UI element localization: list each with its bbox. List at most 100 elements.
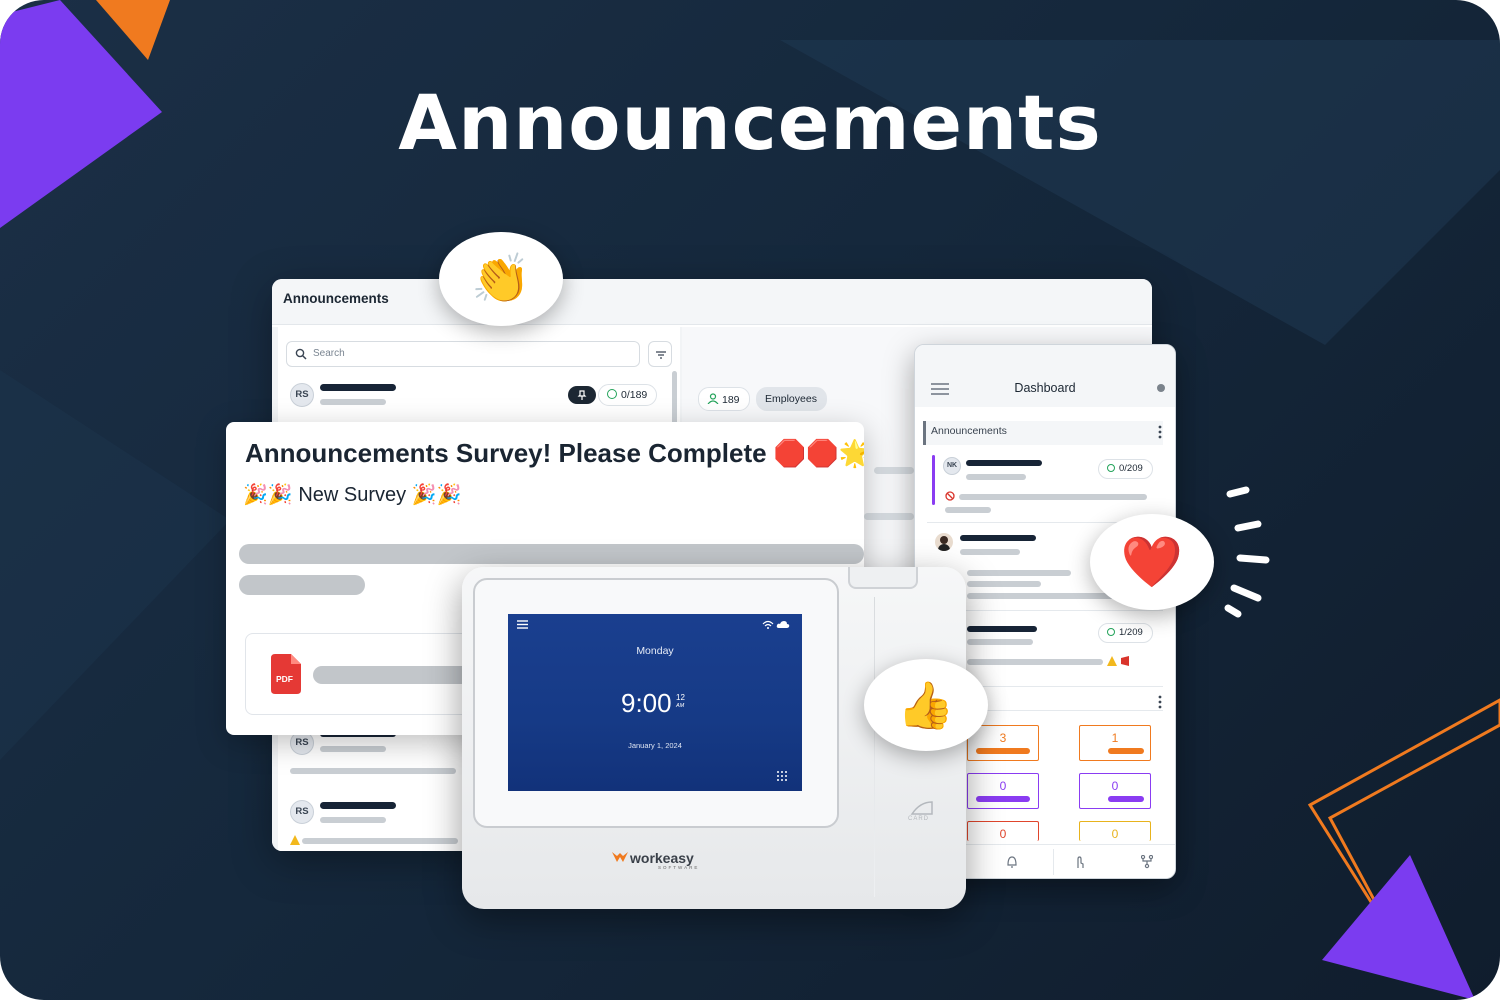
clock-day: Monday bbox=[636, 645, 674, 657]
touch-icon[interactable] bbox=[1073, 855, 1085, 869]
stat-tile[interactable]: 3 bbox=[967, 725, 1039, 761]
search-input[interactable]: Search bbox=[286, 341, 640, 367]
menu-icon[interactable] bbox=[517, 620, 528, 629]
hamburger-menu-icon[interactable] bbox=[931, 383, 949, 395]
body-placeholder bbox=[967, 593, 1117, 599]
pin-badge bbox=[568, 386, 596, 404]
body-placeholder bbox=[290, 768, 456, 774]
clap-reaction-bubble[interactable]: 👏 bbox=[439, 232, 563, 326]
warning-icon bbox=[1107, 656, 1129, 666]
sparkle-lines bbox=[1224, 486, 1270, 618]
status-dot bbox=[1157, 384, 1165, 392]
body-placeholder bbox=[967, 570, 1071, 576]
blocked-icon bbox=[945, 491, 955, 501]
section-title: Announcements bbox=[923, 421, 1163, 445]
title-placeholder bbox=[966, 460, 1042, 466]
card-reader-label: CARD bbox=[908, 816, 930, 822]
brand-subtitle: SOFTWARE bbox=[658, 865, 700, 870]
more-vertical-icon[interactable] bbox=[1158, 695, 1162, 709]
detail-placeholder bbox=[864, 513, 914, 520]
stat-tile[interactable]: 0 bbox=[967, 821, 1039, 841]
bell-icon[interactable] bbox=[1006, 855, 1018, 869]
read-count: 1/209 bbox=[1119, 627, 1143, 638]
check-circle-icon bbox=[1107, 464, 1115, 472]
warning-icon bbox=[290, 835, 300, 845]
heart-reaction-bubble[interactable]: ❤️ bbox=[1090, 514, 1214, 610]
audience-group-tag: Employees bbox=[756, 387, 827, 411]
stat-value: 0 bbox=[999, 779, 1007, 793]
stats-section-header bbox=[927, 691, 1163, 711]
pdf-file-icon bbox=[271, 654, 301, 694]
cloud-icon bbox=[776, 621, 790, 628]
stat-value: 1 bbox=[1111, 731, 1119, 745]
mobile-header: Dashboard bbox=[915, 345, 1175, 407]
subtitle-placeholder bbox=[320, 399, 386, 405]
list-item[interactable]: 1/209 bbox=[927, 615, 1163, 687]
section-title-text: Announcements bbox=[931, 425, 1007, 437]
stat-value: 0 bbox=[1111, 827, 1119, 841]
brand-name: workeasy bbox=[630, 850, 694, 866]
read-count: 0/189 bbox=[621, 389, 648, 401]
stat-tile[interactable]: 0 bbox=[967, 773, 1039, 809]
meridiem: AM bbox=[676, 703, 685, 709]
body-placeholder bbox=[302, 838, 458, 844]
seconds-value: 12 bbox=[676, 693, 685, 702]
heart-icon: ❤️ bbox=[1120, 533, 1184, 591]
check-circle-icon bbox=[607, 389, 617, 399]
card-slot bbox=[848, 567, 918, 589]
mobile-dashboard: Dashboard Announcements NK 0/209 bbox=[914, 344, 1176, 879]
stat-tile[interactable]: 1 bbox=[1079, 725, 1151, 761]
clock-time: 9:00 bbox=[621, 688, 672, 718]
check-circle-icon bbox=[1107, 628, 1115, 636]
read-count: 0/209 bbox=[1119, 463, 1143, 474]
scrollbar[interactable] bbox=[672, 371, 677, 431]
thumbs-up-icon: 👍 bbox=[897, 678, 955, 732]
more-vertical-icon[interactable] bbox=[1158, 425, 1162, 439]
audience-count: 189 bbox=[722, 394, 740, 406]
detail-placeholder bbox=[874, 467, 914, 474]
filter-button[interactable] bbox=[648, 341, 672, 367]
user-icon bbox=[707, 393, 719, 405]
clap-icon: 👏 bbox=[471, 251, 531, 307]
list-item[interactable]: NK 0/209 bbox=[927, 449, 1163, 523]
audience-count-badge: 189 bbox=[698, 387, 750, 411]
title-placeholder bbox=[320, 384, 396, 391]
subtitle-placeholder bbox=[960, 549, 1020, 555]
body-placeholder bbox=[945, 507, 991, 513]
subtitle-placeholder bbox=[966, 474, 1026, 480]
filter-icon bbox=[656, 351, 666, 359]
stat-tile[interactable]: 0 bbox=[1079, 821, 1151, 841]
body-placeholder bbox=[967, 659, 1103, 665]
workeasy-logo-icon bbox=[612, 852, 628, 862]
thumbs-up-reaction-bubble[interactable]: 👍 bbox=[864, 659, 988, 751]
avatar: RS bbox=[290, 383, 314, 407]
body-placeholder bbox=[239, 575, 365, 595]
search-icon bbox=[295, 348, 307, 360]
stat-value: 3 bbox=[999, 731, 1007, 745]
announcement-subtitle: 🎉🎉 New Survey 🎉🎉 bbox=[243, 484, 462, 506]
subtitle-placeholder bbox=[967, 639, 1033, 645]
card-reader-icon bbox=[910, 801, 933, 815]
device-divider bbox=[874, 597, 875, 897]
title-placeholder bbox=[967, 626, 1037, 632]
title-placeholder bbox=[320, 802, 396, 809]
pin-icon bbox=[577, 390, 587, 400]
search-placeholder: Search bbox=[313, 348, 345, 359]
list-item[interactable] bbox=[927, 525, 1163, 611]
stat-tile[interactable]: 0 bbox=[1079, 773, 1151, 809]
body-placeholder bbox=[239, 544, 864, 564]
window-title: Announcements bbox=[272, 279, 1152, 325]
avatar bbox=[935, 533, 953, 551]
wifi-icon bbox=[762, 620, 774, 629]
unread-indicator bbox=[932, 455, 935, 505]
keypad-icon[interactable] bbox=[776, 770, 788, 783]
clock-screen[interactable]: Monday 9:00 12 AM January 1, 2024 bbox=[508, 614, 802, 791]
read-count-badge: 0/209 bbox=[1098, 459, 1153, 479]
pdf-attachment[interactable]: PDF bbox=[245, 633, 505, 715]
announcement-title: Announcements Survey! Please Complete 🛑🛑… bbox=[245, 438, 864, 468]
hierarchy-icon[interactable] bbox=[1141, 855, 1153, 869]
stat-value: 0 bbox=[1111, 779, 1119, 793]
read-count-badge: 1/209 bbox=[1098, 623, 1153, 643]
subtitle-placeholder bbox=[320, 817, 386, 823]
